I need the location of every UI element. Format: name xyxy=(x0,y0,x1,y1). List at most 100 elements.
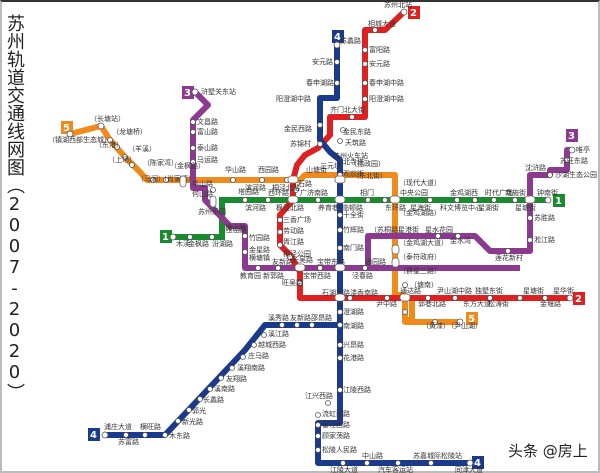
svg-text:文昌路: 文昌路 xyxy=(197,117,218,126)
line-4-badge xyxy=(332,30,344,43)
svg-text:木东路: 木东路 xyxy=(169,431,190,440)
interchange-markers xyxy=(179,175,536,302)
svg-text:旺吴路: 旺吴路 xyxy=(282,278,303,287)
svg-text:南施街: 南施街 xyxy=(505,188,526,197)
svg-text:金星路: 金星路 xyxy=(249,245,270,254)
svg-text:星水花园: 星水花园 xyxy=(425,225,453,234)
svg-text:劳动路: 劳动路 xyxy=(283,226,304,235)
svg-text:顾家荡路: 顾家荡路 xyxy=(322,431,350,440)
svg-text:（尹山湖）: （尹山湖） xyxy=(447,321,482,330)
svg-text:浒墅关东站: 浒墅关东站 xyxy=(201,87,236,96)
svg-text:枫泾北路: 枫泾北路 xyxy=(276,203,304,212)
svg-text:越城西路: 越城西路 xyxy=(258,340,286,349)
svg-text:（马涧）: （马涧） xyxy=(137,175,165,183)
svg-text:尹中路: 尹中路 xyxy=(376,299,397,308)
svg-text:南湖路: 南湖路 xyxy=(343,321,364,330)
svg-text:（肖家湾）: （肖家湾） xyxy=(160,174,195,183)
svg-text:宝带东路: 宝带东路 xyxy=(317,257,345,266)
svg-text:西园路: 西园路 xyxy=(258,165,279,174)
svg-text:（拙政园）: （拙政园） xyxy=(350,159,385,168)
svg-text:通园路: 通园路 xyxy=(365,257,386,266)
svg-text:华山路: 华山路 xyxy=(192,179,213,188)
svg-text:金民东路: 金民东路 xyxy=(343,127,371,136)
svg-text:齐门北大街: 齐门北大街 xyxy=(330,105,365,114)
svg-text:石路: 石路 xyxy=(298,179,312,188)
svg-text:金水湾: 金水湾 xyxy=(450,236,471,245)
svg-text:金鸡湖西: 金鸡湖西 xyxy=(450,188,478,197)
svg-text:苏州乐园: 苏州乐园 xyxy=(198,207,226,216)
svg-text:桐泾公园: 桐泾公园 xyxy=(283,249,311,258)
svg-text:唯亭: 唯亭 xyxy=(576,145,590,154)
svg-text:溪南路: 溪南路 xyxy=(214,384,235,393)
svg-text:三元坊: 三元坊 xyxy=(320,161,341,170)
svg-text:1: 1 xyxy=(162,232,169,243)
svg-text:苏锦村: 苏锦村 xyxy=(290,139,311,148)
svg-text:阳澄湖中路: 阳澄湖中路 xyxy=(276,94,311,103)
svg-text:（塘南）: （塘南） xyxy=(410,280,438,289)
svg-text:横塘镇: 横塘镇 xyxy=(249,253,270,262)
svg-text:溪秀路: 溪秀路 xyxy=(268,313,289,322)
svg-text:金枫路: 金枫路 xyxy=(188,239,209,248)
svg-text:3: 3 xyxy=(568,131,575,142)
svg-text:苏州北站: 苏州北站 xyxy=(384,0,412,9)
svg-text:（泰符政府）: （泰符政府） xyxy=(399,252,441,261)
line-5-badge-south xyxy=(466,312,478,325)
svg-text:江陵西路: 江陵西路 xyxy=(343,385,371,394)
svg-text:安元路: 安元路 xyxy=(369,59,390,68)
svg-text:西环路: 西环路 xyxy=(268,188,289,197)
svg-text:宝带西路: 宝带西路 xyxy=(303,271,331,280)
svg-text:（黄漆）: （黄漆） xyxy=(422,321,450,330)
svg-text:玉山路: 玉山路 xyxy=(226,225,247,234)
svg-text:中央公园: 中央公园 xyxy=(400,188,428,197)
svg-text:庄马路: 庄马路 xyxy=(248,351,269,360)
svg-text:养育巷: 养育巷 xyxy=(318,203,339,212)
svg-text:滨河路: 滨河路 xyxy=(245,203,266,212)
svg-text:竹园路: 竹园路 xyxy=(249,233,270,242)
svg-text:天筑路: 天筑路 xyxy=(345,138,366,147)
line-5 xyxy=(69,123,460,325)
svg-text:淞江路: 淞江路 xyxy=(534,235,555,244)
svg-text:安元路: 安元路 xyxy=(312,57,333,66)
svg-text:滨河路: 滨河路 xyxy=(245,183,266,192)
svg-text:5: 5 xyxy=(468,314,475,325)
line-1-badge-west xyxy=(160,230,172,243)
svg-text:马运路: 马运路 xyxy=(197,155,218,164)
svg-text:十全街: 十全街 xyxy=(343,210,364,219)
line-4-badge-se xyxy=(472,456,484,469)
svg-text:同津大道: 同津大道 xyxy=(455,465,483,473)
svg-text:星港街: 星港街 xyxy=(398,225,419,234)
svg-text:（群星三路）: （群星三路） xyxy=(399,266,441,275)
svg-text:1: 1 xyxy=(555,196,562,207)
svg-text:华山路: 华山路 xyxy=(225,165,246,174)
svg-text:溪江路: 溪江路 xyxy=(268,329,289,338)
svg-text:松陵人民路: 松陵人民路 xyxy=(322,445,357,454)
line-2 xyxy=(277,9,570,301)
svg-text:（现代大道）: （现代大道） xyxy=(399,178,441,187)
svg-text:石湖东路: 石湖东路 xyxy=(322,288,350,297)
svg-text:星塘街: 星塘街 xyxy=(515,203,536,212)
watermark: 头条 @房上 xyxy=(508,442,588,460)
svg-text:友翔路: 友翔路 xyxy=(226,374,247,383)
svg-text:东方大道: 东方大道 xyxy=(463,299,491,308)
svg-text:长吴路: 长吴路 xyxy=(292,255,313,264)
svg-text:胥江路: 胥江路 xyxy=(283,237,304,246)
svg-text:澄湖路: 澄湖路 xyxy=(343,307,364,316)
svg-text:富山路: 富山路 xyxy=(197,127,218,136)
svg-text:东环路: 东环路 xyxy=(385,203,406,212)
svg-text:苏富路: 苏富路 xyxy=(118,437,139,446)
svg-text:郭巷北路: 郭巷北路 xyxy=(418,299,446,308)
svg-text:（上场）: （上场） xyxy=(108,155,136,164)
svg-text:兴昂路: 兴昂路 xyxy=(343,340,364,349)
svg-text:4: 4 xyxy=(334,32,341,43)
svg-text:垂泾西路: 垂泾西路 xyxy=(322,420,350,429)
line-badges: 5 3 4 2 3 1 1 2 5 4 4 xyxy=(61,6,585,469)
station-labels: （长塘站） （龙塘桥） （镇湖西部生态城） （东渚） （羊溪） （上场） （陈家… xyxy=(48,0,597,473)
svg-text:（金鸡湖大道）: （金鸡湖大道） xyxy=(399,238,448,247)
svg-text:时代广场: 时代广场 xyxy=(485,188,513,197)
svg-text:花港路: 花港路 xyxy=(343,353,364,362)
map-title: 苏州轨道交通线网图（2007-2020） xyxy=(4,14,25,401)
line-1-badge-east xyxy=(553,194,565,207)
svg-text:4: 4 xyxy=(90,430,97,441)
